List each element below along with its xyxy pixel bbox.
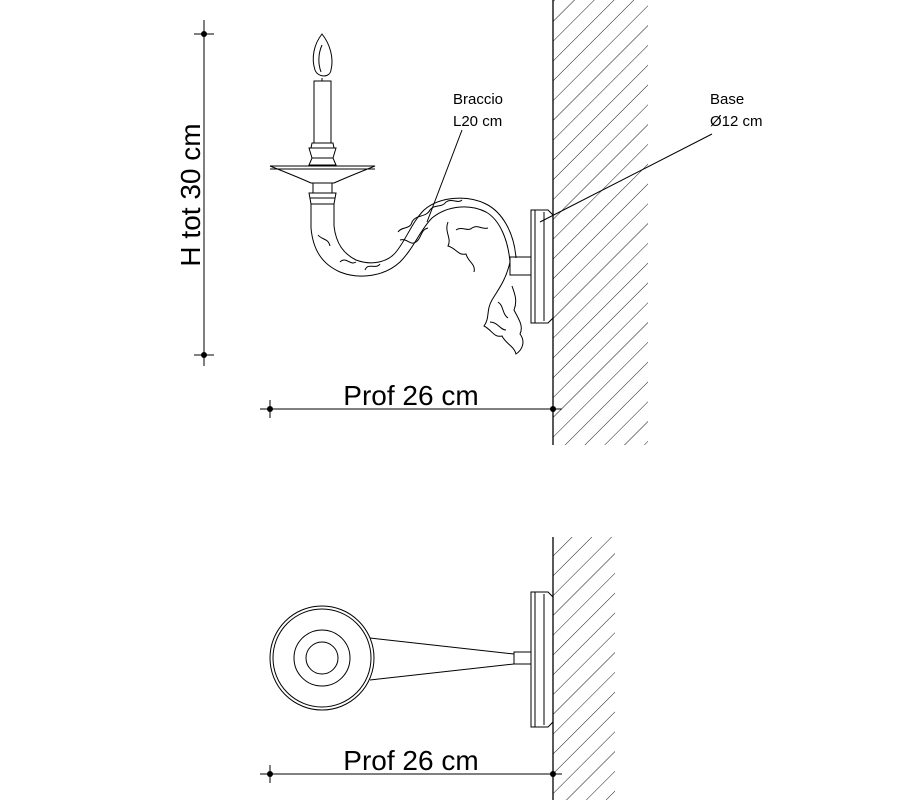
candle [269, 33, 376, 205]
wall-top [552, 537, 615, 800]
height-total-label: H tot 30 cm [175, 123, 206, 266]
cup-top [269, 605, 375, 711]
depth-dimension-side: Prof 26 cm [260, 380, 562, 418]
base-plate-side [509, 209, 554, 324]
depth-dimension-top: Prof 26 cm [260, 745, 562, 783]
side-view: Braccio L20 cm Base Ø12 cm H tot 30 cm P… [175, 0, 763, 445]
depth-top-label: Prof 26 cm [343, 745, 478, 776]
base-plate-top [513, 591, 554, 728]
ornate-arm [310, 197, 524, 355]
depth-side-label: Prof 26 cm [343, 380, 478, 411]
arm-top [369, 637, 515, 681]
top-view: Prof 26 cm [260, 537, 615, 800]
base-name-label: Base [710, 91, 744, 108]
arm-annotation: Braccio L20 cm [426, 91, 503, 223]
arm-length-label: L20 cm [453, 113, 502, 130]
wall-side [552, 0, 648, 445]
arm-name-label: Braccio [453, 91, 503, 108]
height-dimension: H tot 30 cm [175, 20, 214, 366]
base-annotation: Base Ø12 cm [539, 91, 763, 223]
base-diameter-label: Ø12 cm [710, 113, 763, 130]
